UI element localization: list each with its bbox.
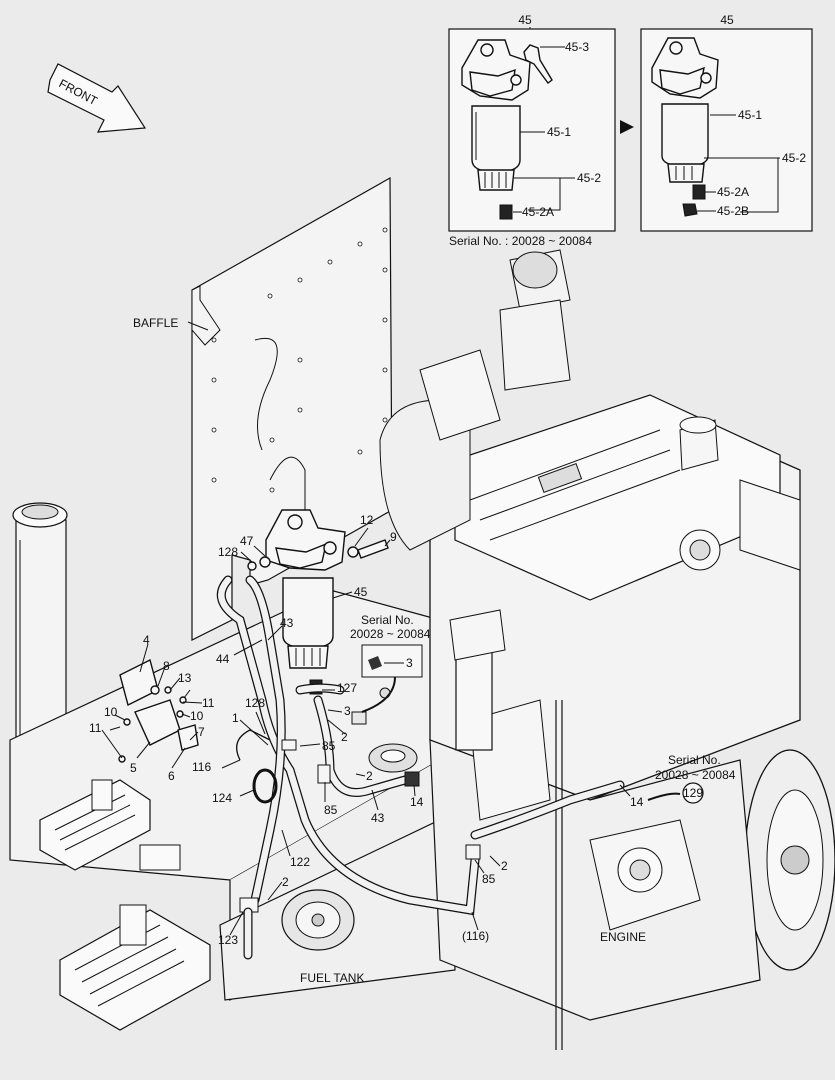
part-label-122: 122 [290, 855, 310, 869]
serial-callout-2-line1: Serial No. [668, 753, 721, 767]
serial-callout-2-part: 14 [630, 795, 644, 809]
serial-callout-2-circled: 129 [683, 786, 703, 800]
inset-right-ref: 45 [720, 13, 734, 27]
serial-callout-2-line2: 20028 ~ 20084 [655, 768, 736, 782]
relay-bracket [118, 658, 418, 773]
bracket [139, 844, 181, 871]
part-label-124: 124 [212, 791, 232, 805]
inset-right-panel: 45 45-1 45-2 45-2A 45-2B [640, 13, 813, 232]
part-number-labels: 12 9 128 47 45 43 4 44 8 13 10 11 11 10 … [89, 513, 508, 947]
serial-callout-1-line2: 20028 ~ 20084 [350, 627, 431, 641]
leader-lines [101, 527, 501, 936]
part-label-116: 116 [192, 760, 211, 774]
part-label-2-a: 2 [341, 730, 348, 744]
part-label-10-left: 10 [104, 705, 118, 719]
part-label-5: 5 [130, 761, 137, 775]
inset-left-panel: 45 45-3 45-1 45-2 45-2A [448, 13, 616, 232]
inset-right-label-4: 45-2B [717, 204, 749, 218]
step-upper [39, 779, 151, 871]
arrow-icon [620, 120, 634, 134]
part-label-8: 8 [163, 659, 170, 673]
fuel-tank-sender [281, 889, 355, 951]
part-label-2-b: 2 [366, 769, 373, 783]
inset-right-label-3: 45-2A [717, 185, 749, 199]
serial-callout-1-part: 3 [406, 656, 413, 670]
part-label-11-left: 11 [89, 721, 102, 735]
part-label-127: 127 [337, 681, 357, 695]
baffle-plate [191, 176, 393, 641]
baffle-label: BAFFLE [133, 316, 178, 330]
part-label-47: 47 [240, 534, 254, 548]
part-label-123: 123 [218, 933, 238, 947]
serial-callout-1: Serial No. 20028 ~ 20084 3 [350, 613, 431, 713]
front-direction-arrow: FRONT [47, 63, 147, 133]
part-label-11-right: 11 [202, 696, 215, 710]
part-label-7: 7 [198, 725, 205, 739]
part-label-85-c: 85 [482, 872, 496, 886]
part-label-85-b: 85 [324, 803, 338, 817]
part-label-116-ref: (116) [462, 929, 489, 943]
inset-left-ref: 45 [518, 13, 532, 27]
part-label-2-d: 2 [282, 875, 289, 889]
part-label-45: 45 [354, 585, 368, 599]
part-label-13: 13 [178, 671, 192, 685]
part-label-3: 3 [344, 704, 351, 718]
part-label-43-b: 43 [371, 811, 385, 825]
part-label-9: 9 [390, 530, 397, 544]
part-label-4: 4 [143, 633, 150, 647]
part-label-128: 128 [218, 545, 238, 559]
inset-right-label-1: 45-1 [738, 108, 762, 122]
fuel-filter-assembly [247, 509, 389, 695]
part-label-14: 14 [410, 795, 424, 809]
inset-left-label-3: 45-2 [577, 171, 601, 185]
engine-label: ENGINE [600, 930, 646, 944]
fuel-hoses [216, 575, 625, 960]
part-label-6: 6 [168, 769, 175, 783]
inset-left-caption: Serial No. : 20028 ~ 20084 [449, 234, 592, 248]
inset-left-label-1: 45-3 [565, 40, 589, 54]
serial-callout-2: Serial No. 20028 ~ 20084 14 129 [619, 753, 736, 809]
serial-callout-1-line1: Serial No. [361, 613, 414, 627]
engine-assembly [379, 249, 835, 1050]
part-label-43: 43 [280, 616, 294, 630]
step-lower [59, 904, 211, 1031]
part-label-2-c: 2 [501, 859, 508, 873]
part-label-1: 1 [232, 711, 239, 725]
part-label-85-a: 85 [322, 739, 336, 753]
part-label-12: 12 [360, 513, 374, 527]
inset-right-label-2: 45-2 [782, 151, 806, 165]
fuel-tank-label: FUEL TANK [300, 971, 364, 985]
inset-left-label-4: 45-2A [522, 205, 554, 219]
part-label-44: 44 [216, 652, 230, 666]
inset-left-label-2: 45-1 [547, 125, 571, 139]
part-label-128-b: 128 [245, 696, 265, 710]
part-label-10-right: 10 [190, 709, 204, 723]
